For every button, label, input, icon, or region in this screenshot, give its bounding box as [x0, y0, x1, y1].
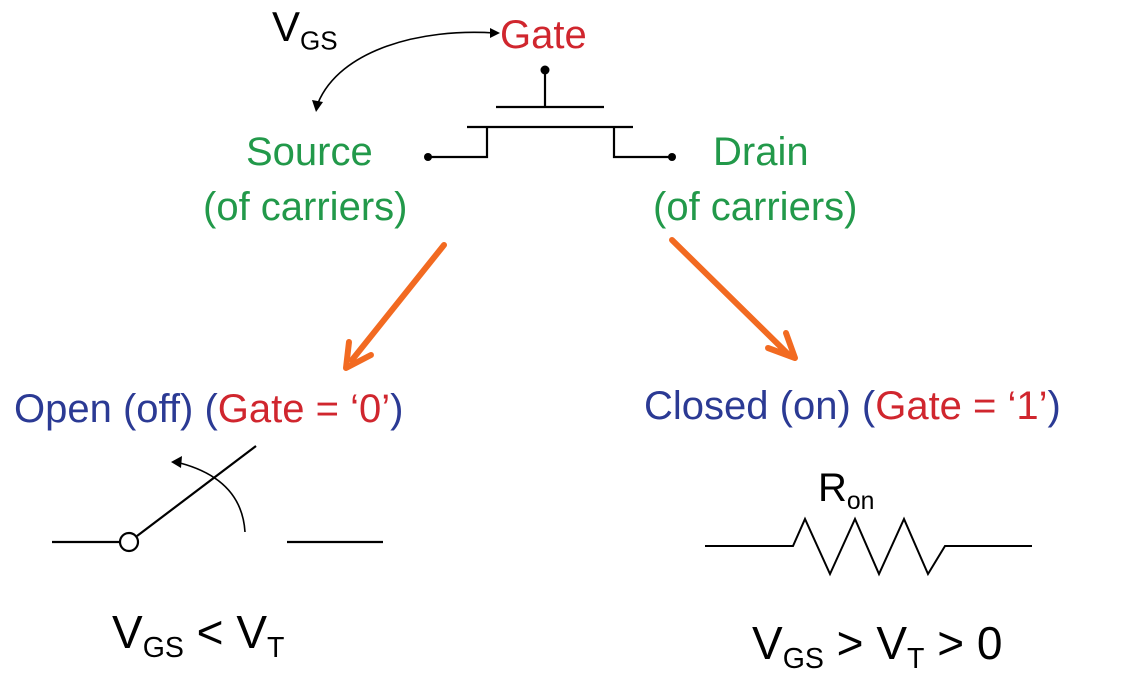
arrowhead-right-icon: [490, 28, 500, 38]
drain-label-line1: Drain: [713, 130, 809, 174]
closed-close-paren: ): [1047, 384, 1061, 428]
drain-lead: [612, 127, 672, 159]
switch-pivot: [118, 531, 140, 553]
source-lead: [428, 127, 489, 159]
off-cond-v2-sub: T: [267, 632, 285, 665]
arrowhead-down-icon: [312, 100, 323, 112]
closed-state-heading: Closed (on) (Gate = ‘1’): [644, 386, 1061, 426]
open-gate-value: Gate = ‘0’: [217, 387, 391, 431]
on-cond-v1: V: [752, 617, 783, 669]
off-cond-v1: V: [112, 606, 143, 658]
orange-arrow-right: [669, 237, 798, 361]
on-cond-op2: > 0: [937, 617, 1003, 669]
on-cond-op1: >: [836, 617, 864, 669]
drain-label-line2: (of carriers): [653, 185, 858, 229]
source-label-line1: Source: [246, 130, 373, 174]
nmos-transistor-symbol: [424, 65, 676, 161]
vgs-curved-arrow: [312, 28, 500, 112]
on-cond-v2-sub: T: [907, 643, 925, 676]
switch-motion-arc: [179, 462, 246, 533]
closed-gate-value: Gate = ‘1’: [875, 384, 1048, 428]
off-condition: VGS < VT: [112, 606, 284, 662]
on-cond-v2: V: [876, 617, 908, 669]
off-cond-op: <: [196, 606, 224, 658]
open-state-heading: Open (off) (Gate = ‘0’): [14, 389, 403, 429]
drain-terminal-dot: [668, 153, 676, 161]
switch-blade: [136, 445, 257, 537]
vgs-label-sub: GS: [300, 25, 338, 56]
vgs-label-main: V: [272, 3, 301, 50]
ron-label-main: R: [818, 466, 847, 510]
arc-arrowhead-icon: [171, 456, 182, 468]
ron-label-sub: on: [846, 487, 875, 515]
on-cond-v1-sub: GS: [782, 643, 824, 676]
resistor-symbol: [705, 516, 1032, 577]
on-condition: VGS > VT > 0: [752, 617, 1003, 673]
closed-state-text: Closed (on) (: [644, 384, 876, 428]
gate-label: Gate: [500, 13, 587, 57]
ron-label: Ron: [818, 466, 874, 514]
open-state-text: Open (off) (: [14, 387, 218, 431]
vgs-label: VGS: [272, 3, 338, 54]
orange-arrow-left: [343, 242, 447, 371]
open-switch-symbol: [52, 445, 383, 553]
off-cond-v1-sub: GS: [142, 632, 184, 665]
open-close-paren: ): [390, 387, 404, 431]
source-label-line2: (of carriers): [203, 185, 408, 229]
source-terminal-dot: [424, 153, 432, 161]
off-cond-v2: V: [236, 606, 268, 658]
